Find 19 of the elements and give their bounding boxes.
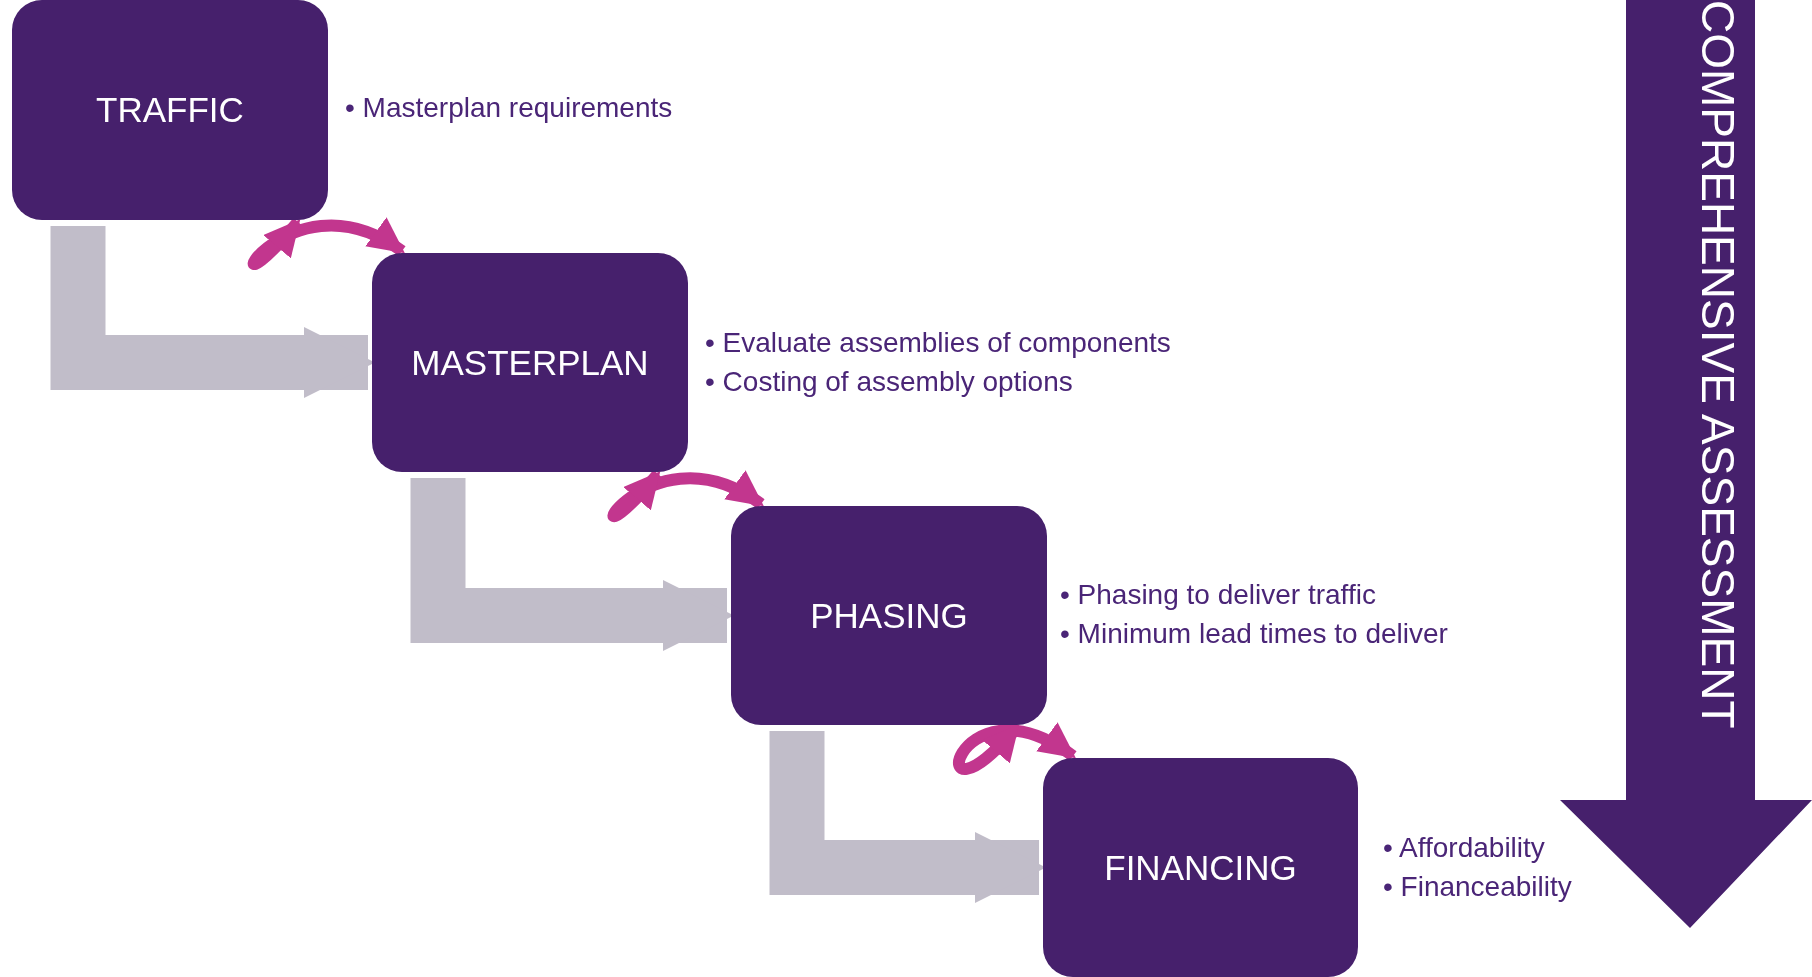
bullet-text: • Minimum lead times to deliver	[1060, 618, 1448, 649]
arrow-label: COMPREHENSIVE ASSESSMENT	[1691, 0, 1745, 729]
node-label: MASTERPLAN	[411, 342, 649, 383]
process-box	[12, 0, 328, 220]
node-label: TRAFFIC	[96, 90, 244, 130]
bullet-text: • Evaluate assemblies of components	[705, 327, 1171, 358]
bullet-text: • Phasing to deliver traffic	[1060, 579, 1376, 610]
bullet-text: • Financeability	[1383, 871, 1572, 902]
cycle-arrow	[608, 470, 765, 521]
process-box	[731, 506, 1047, 725]
bullet-text: • Masterplan requirements	[345, 92, 673, 123]
bullet-text: • Costing of assembly options	[705, 366, 1073, 397]
node-label: PHASING	[810, 595, 968, 636]
cycle-arrow	[953, 722, 1077, 775]
process-box	[372, 253, 688, 472]
bullet-text: • Affordability	[1383, 832, 1545, 863]
process-box	[1043, 758, 1358, 977]
cycle-arrow	[249, 218, 406, 269]
node-label: FINANCING	[1104, 847, 1297, 888]
